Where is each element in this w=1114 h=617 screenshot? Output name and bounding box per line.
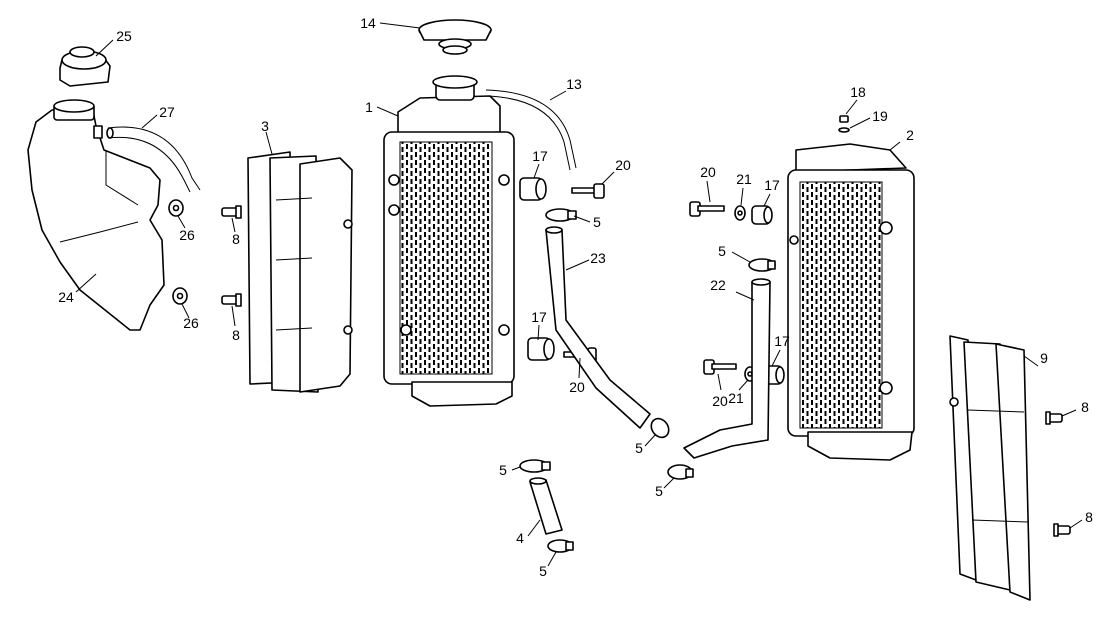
small-screw: [839, 115, 849, 123]
callout-20-d: 20: [712, 393, 728, 409]
screw-3: [689, 201, 725, 217]
callout-27: 27: [159, 104, 175, 120]
callout-18: 18: [850, 84, 866, 100]
callout-17-b: 17: [531, 309, 547, 325]
bolt-left-lower: [221, 293, 242, 307]
callout-20-b: 20: [569, 379, 585, 395]
screw-1: [571, 183, 605, 199]
overflow-tube: [485, 89, 577, 171]
callout-3: 3: [261, 118, 269, 134]
callout-8-left-upper: 8: [232, 231, 240, 247]
callout-21-b: 21: [728, 390, 744, 406]
callout-13: 13: [566, 76, 582, 92]
callout-20-a: 20: [615, 157, 631, 173]
small-washer: [838, 127, 850, 133]
hose-long-left: [545, 226, 651, 429]
hose-clamp-4: [519, 459, 551, 473]
callout-1: 1: [365, 99, 373, 115]
leader-lines: [75, 22, 1083, 567]
screw-4: [703, 359, 737, 375]
callout-5-c: 5: [499, 462, 507, 478]
callout-17-a: 17: [532, 148, 548, 164]
callout-25: 25: [116, 28, 132, 44]
callout-17-d: 17: [774, 333, 790, 349]
rubber-mount-1: [519, 177, 547, 201]
callout-5-a: 5: [593, 214, 601, 230]
hose-clamp-6: [547, 539, 574, 553]
rubber-mount-2: [527, 337, 555, 361]
radiator-left: [383, 75, 515, 407]
callout-2: 2: [906, 127, 914, 143]
callout-21-a: 21: [736, 171, 752, 187]
rubber-mount-3: [751, 205, 773, 225]
hose-clamp-5: [667, 464, 694, 480]
radiator-cap: [418, 19, 492, 55]
expansion-tank: [27, 99, 165, 331]
callout-5-e: 5: [655, 483, 663, 499]
tank-cap: [59, 46, 111, 87]
callout-8-right-lower: 8: [1085, 509, 1093, 525]
hose-clamp-3: [650, 417, 670, 439]
callout-5-d: 5: [539, 563, 547, 579]
callout-5-b: 5: [635, 440, 643, 456]
callout-23: 23: [590, 250, 606, 266]
grommet-upper: [168, 199, 184, 217]
overflow-hose: [106, 126, 201, 193]
radiator-guard-left: [247, 151, 353, 393]
callout-26-upper: 26: [179, 227, 195, 243]
washer-1: [734, 205, 746, 221]
callout-9: 9: [1040, 350, 1048, 366]
bolt-right-upper: [1045, 411, 1063, 425]
callout-5-f: 5: [718, 243, 726, 259]
radiator-right: [787, 143, 915, 461]
callout-26-lower: 26: [183, 315, 199, 331]
hose-short: [529, 477, 563, 535]
hose-clamp-2: [748, 258, 776, 272]
callout-19: 19: [872, 108, 888, 124]
grommet-lower: [172, 287, 188, 305]
callout-8-right-upper: 8: [1081, 399, 1089, 415]
callout-24: 24: [58, 289, 74, 305]
callout-labels: 25 27 24 26 26 8 8 3 14 1 13 17 20 5 23 …: [58, 15, 1093, 579]
callout-22: 22: [710, 277, 726, 293]
callout-17-c: 17: [764, 177, 780, 193]
bolt-left-upper: [221, 205, 242, 219]
radiator-guard-right: [949, 335, 1031, 601]
callout-20-c: 20: [700, 164, 716, 180]
callout-8-left-lower: 8: [232, 327, 240, 343]
callout-4: 4: [516, 530, 524, 546]
hose-clamp-1: [545, 208, 577, 222]
bolt-right-lower: [1053, 523, 1071, 537]
callout-14: 14: [360, 15, 376, 31]
hose-long-right: [683, 278, 771, 459]
